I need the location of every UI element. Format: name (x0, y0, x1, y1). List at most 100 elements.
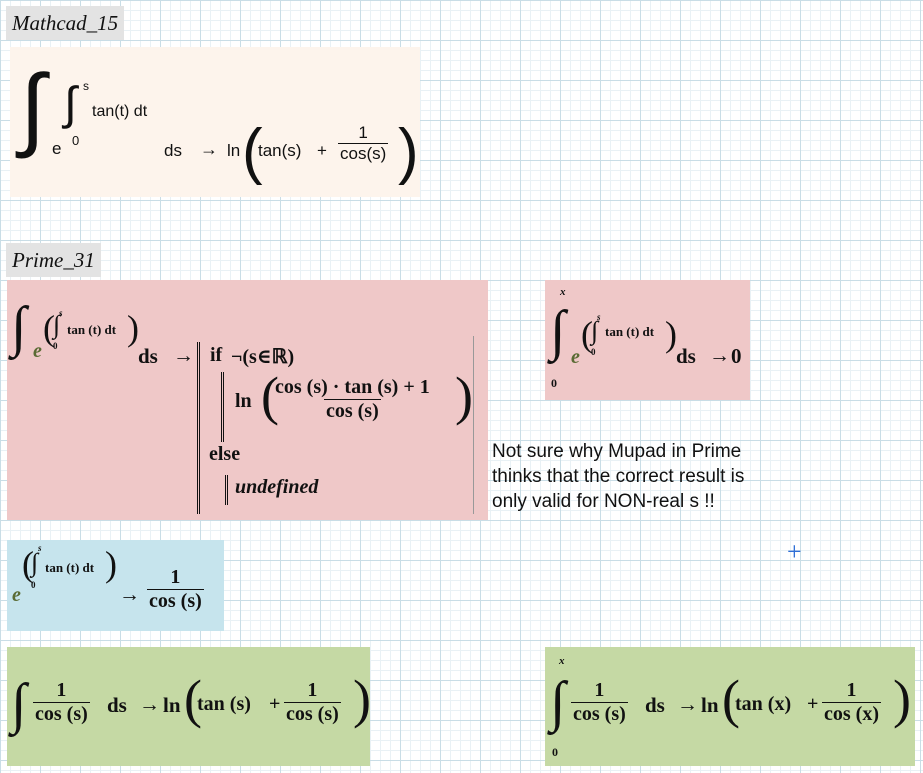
mathcad-region[interactable]: ∫ e ∫ s 0 tan(t) dt ds → ln ( tan(s) + 1… (10, 47, 420, 197)
paren-right: ) (455, 366, 473, 426)
ln: ln (163, 693, 181, 717)
program-bar-left (197, 342, 200, 514)
tan-s: tan (s) (197, 693, 251, 715)
paren-left: ( (261, 366, 279, 426)
paren-right: ) (893, 669, 911, 729)
integral-sign: ∫ (550, 300, 566, 362)
lower-limit: 0 (552, 745, 558, 759)
inner-integral-sign: ∫ (53, 310, 61, 339)
integral-sign: ∫ (20, 57, 46, 159)
paren-left: ( (242, 117, 263, 186)
inner-lower-limit: 0 (72, 133, 80, 148)
inner-lower-limit: 0 (591, 347, 596, 357)
numerator: 1 (170, 566, 181, 588)
exp-paren-left: ( (43, 308, 55, 348)
prime-region-definite[interactable]: x ∫ 0 e ( ∫ s 0 tan (t) dt ) ds → 0 (545, 280, 750, 400)
integrand-fraction: 1 cos (s) (571, 679, 628, 726)
prime-region-exponential[interactable]: e ( ∫ s 0 tan (t) dt ) → 1 cos (s) (7, 540, 224, 631)
prime-region-indefinite-sec[interactable]: ∫ 1 cos (s) ds → ln ( tan (s) + 1 cos (s… (7, 647, 371, 766)
result-fraction: 1 cos (s) (284, 679, 341, 726)
ds: ds (107, 693, 127, 717)
exp-paren-right: ) (665, 314, 677, 354)
numerator: 1 (307, 679, 318, 701)
arrow: → (200, 139, 218, 159)
else-bar (225, 475, 228, 505)
else-keyword: else (209, 443, 241, 465)
exponent-integrand: tan (t) dt (45, 560, 95, 575)
numerator: 1 (358, 123, 368, 142)
exp-base: e (33, 340, 42, 362)
numerator: cos (s) · tan (s) + 1 (275, 376, 430, 398)
prime-region-piecewise[interactable]: ∫ e ( ∫ s 0 tan (t) dt ) ds → if ¬(s∈ℝ) … (7, 280, 488, 520)
inner-integral-sign: ∫ (31, 548, 39, 577)
denominator: cos (s) (284, 702, 341, 725)
integrand-fraction: 1 cos (s) (33, 679, 90, 726)
exp-paren-right: ) (127, 308, 139, 348)
fraction: 1 cos(s) (338, 123, 389, 164)
ds: ds (645, 693, 665, 717)
plus: + (269, 693, 281, 715)
exponent-integrand: tan (t) dt (605, 324, 655, 339)
numerator: 1 (846, 679, 857, 701)
ds: ds (138, 344, 158, 368)
exp-paren-right: ) (105, 544, 117, 584)
arrow: → (119, 582, 140, 606)
tan-x: tan (x) (735, 693, 792, 715)
exp-paren-left: ( (581, 314, 593, 354)
crosshair-cursor: + (787, 537, 802, 566)
ln: ln (227, 141, 241, 160)
arrow: → (677, 692, 698, 716)
plus: + (807, 693, 819, 715)
result-fraction: 1 cos (x) (822, 679, 881, 726)
exponent-integrand: tan (t) dt (67, 322, 117, 337)
denominator: cos (s) (571, 702, 628, 725)
piecewise-fraction: cos (s) · tan (s) + 1 cos (s) (273, 376, 432, 423)
comment-line: only valid for NON-real s !! (492, 491, 715, 512)
arrow: → (709, 343, 730, 367)
arrow: → (173, 343, 194, 367)
inner-upper-limit: s (38, 543, 42, 553)
paren-left: ( (722, 669, 740, 729)
ln: ln (235, 390, 252, 412)
inner-lower-limit: 0 (31, 580, 36, 590)
paren-right: ) (398, 117, 419, 186)
inner-integral-sign: ∫ (591, 316, 599, 345)
condition: ¬(s∈ℝ) (231, 346, 295, 368)
upper-limit: x (559, 655, 565, 667)
denominator: cos (s) (323, 399, 381, 422)
prime-label: Prime_31 (6, 243, 101, 277)
numerator: 1 (56, 679, 67, 701)
inner-lower-limit: 0 (53, 341, 58, 351)
comment-line: thinks that the correct result is (492, 466, 745, 487)
exp-base: e (12, 584, 21, 606)
exp-paren-left: ( (22, 544, 34, 584)
arrow: → (139, 692, 160, 716)
inner-upper-limit: s (59, 308, 63, 318)
integral-sign: ∫ (11, 673, 27, 735)
ln: ln (701, 693, 719, 717)
numerator: 1 (594, 679, 605, 701)
inner-bar (221, 372, 224, 442)
exp-base: e (571, 346, 580, 368)
paren-right: ) (353, 669, 371, 729)
upper-limit: x (560, 286, 566, 298)
plus: + (317, 141, 327, 160)
denominator: cos (s) (33, 702, 90, 725)
denominator: cos (s) (147, 589, 204, 612)
ds: ds (676, 344, 696, 368)
undefined-value: undefined (235, 476, 319, 498)
comment-line: Not sure why Mupad in Prime (492, 441, 742, 462)
inner-upper-limit: s (83, 79, 89, 93)
paren-left: ( (184, 669, 202, 729)
prime-region-definite-sec[interactable]: x ∫ 0 1 cos (s) ds → ln ( tan (x) + 1 co… (545, 647, 915, 766)
exponent-integrand: tan(t) dt (92, 103, 148, 120)
exp-base: e (52, 139, 62, 158)
denominator: cos(s) (338, 143, 389, 163)
integral-sign: ∫ (550, 671, 566, 733)
mathcad-expression: ∫ e ∫ s 0 tan(t) dt ds → ln ( tan(s) + 1… (10, 47, 420, 197)
integral-sign: ∫ (11, 296, 27, 358)
denominator: cos (x) (822, 702, 881, 725)
program-bar-right (473, 336, 476, 514)
comment-text[interactable]: Not sure why Mupad in Prime thinks that … (492, 439, 744, 514)
if-keyword: if (210, 344, 223, 366)
